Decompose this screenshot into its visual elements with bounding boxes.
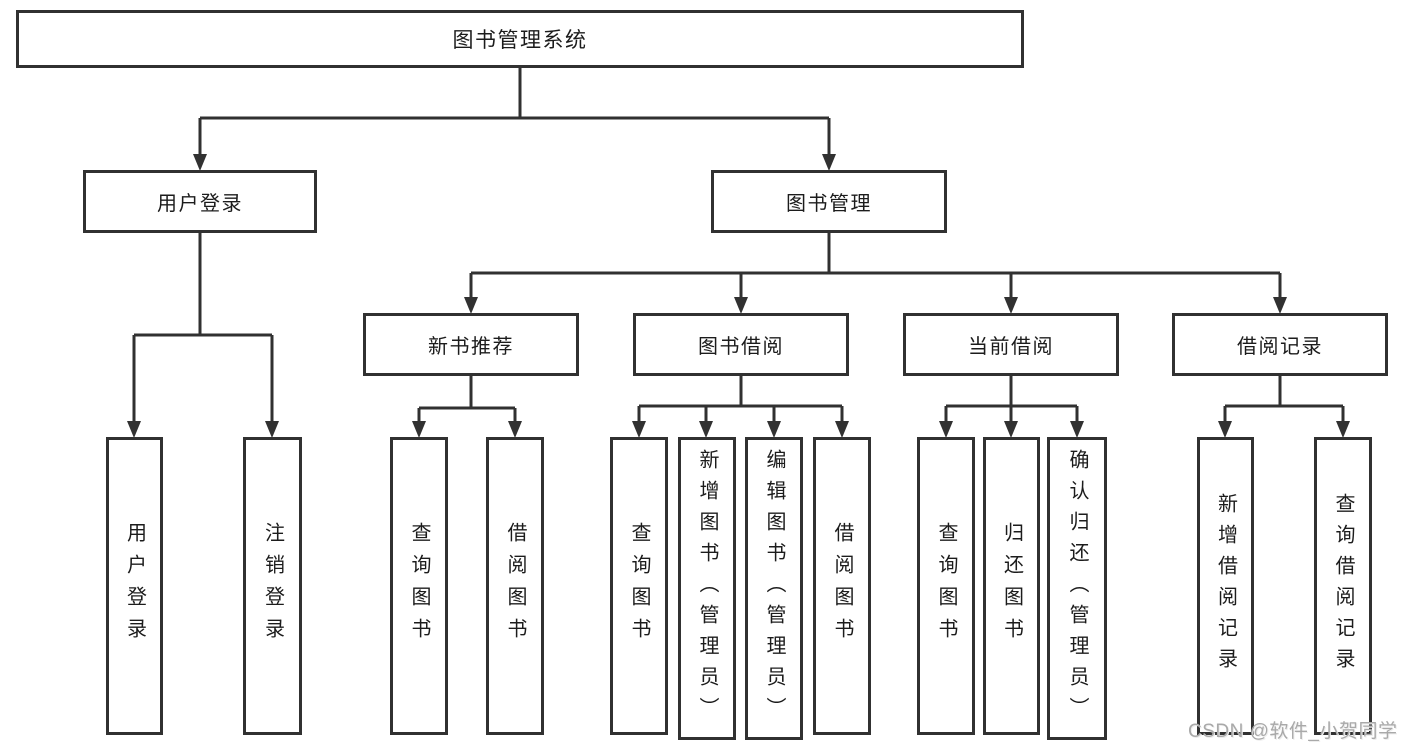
node-leaf-return-book: 归还图书 (983, 437, 1040, 735)
node-leaf-add-borrow-record-label: 新增借阅记录 (1214, 493, 1237, 679)
node-leaf-borrow-books-a: 借阅图书 (486, 437, 544, 735)
node-leaf-add-book-admin: 新增图书（管理员） (678, 437, 736, 740)
node-user-login-label: 用户登录 (157, 193, 243, 215)
node-current-borrowing: 当前借阅 (903, 313, 1119, 376)
node-leaf-query-books-a: 查询图书 (390, 437, 448, 735)
node-leaf-logout: 注销登录 (243, 437, 302, 735)
node-leaf-query-borrow-record-label: 查询借阅记录 (1332, 493, 1354, 679)
node-leaf-query-books-c-label: 查询图书 (935, 522, 957, 650)
arrowheads (127, 154, 1350, 438)
node-leaf-return-book-label: 归还图书 (1000, 522, 1023, 650)
node-book-borrowing-label: 图书借阅 (698, 336, 784, 358)
node-leaf-edit-book-admin-label: 编辑图书（管理员） (763, 449, 785, 728)
node-leaf-add-book-admin-label: 新增图书（管理员） (696, 449, 718, 728)
node-borrow-records-label: 借阅记录 (1237, 336, 1323, 358)
node-new-book-recommend-label: 新书推荐 (428, 336, 514, 358)
node-borrow-records: 借阅记录 (1172, 313, 1388, 376)
node-book-borrowing: 图书借阅 (633, 313, 849, 376)
node-user-login: 用户登录 (83, 170, 317, 233)
node-current-borrowing-label: 当前借阅 (968, 336, 1054, 358)
node-leaf-user-login-label: 用户登录 (123, 522, 146, 650)
node-leaf-query-books-c: 查询图书 (917, 437, 975, 735)
node-leaf-query-books-b: 查询图书 (610, 437, 668, 735)
node-leaf-add-borrow-record: 新增借阅记录 (1197, 437, 1254, 735)
node-root-label: 图书管理系统 (452, 29, 588, 52)
node-root: 图书管理系统 (16, 10, 1024, 68)
node-leaf-borrow-books-b: 借阅图书 (813, 437, 871, 735)
node-leaf-logout-label: 注销登录 (261, 522, 284, 650)
node-leaf-query-books-b-label: 查询图书 (628, 522, 650, 650)
node-book-management: 图书管理 (711, 170, 947, 233)
node-book-management-label: 图书管理 (786, 193, 872, 215)
node-new-book-recommend: 新书推荐 (363, 313, 579, 376)
node-leaf-user-login: 用户登录 (106, 437, 163, 735)
node-leaf-confirm-return-admin: 确认归还（管理员） (1047, 437, 1107, 740)
node-leaf-confirm-return-admin-label: 确认归还（管理员） (1066, 449, 1088, 728)
node-leaf-query-books-a-label: 查询图书 (408, 522, 430, 650)
node-leaf-edit-book-admin: 编辑图书（管理员） (745, 437, 803, 740)
watermark: CSDN @软件_小贺同学 (1188, 721, 1398, 742)
node-leaf-query-borrow-record: 查询借阅记录 (1314, 437, 1372, 735)
node-leaf-borrow-books-a-label: 借阅图书 (504, 522, 526, 650)
node-leaf-borrow-books-b-label: 借阅图书 (831, 522, 853, 650)
